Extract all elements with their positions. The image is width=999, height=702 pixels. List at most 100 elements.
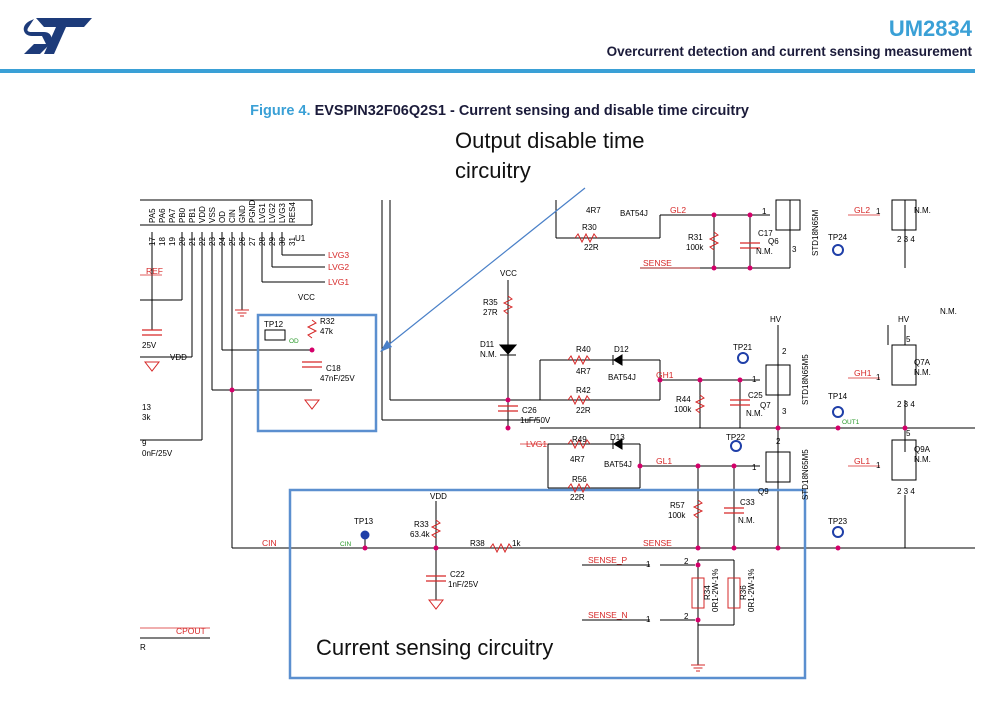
- net-out1-green: OUT1: [842, 419, 860, 426]
- ic-pin-name: PA6: [158, 208, 167, 223]
- value-d11: N.M.: [480, 350, 497, 359]
- mosfets: [765, 199, 917, 483]
- ic-u1: U1: [140, 199, 313, 243]
- pin-num: 1: [762, 207, 767, 216]
- pin-num: 1: [752, 463, 757, 472]
- pin-num: 2 3 4: [897, 487, 915, 496]
- label-r32: R32: [320, 317, 335, 326]
- output-disable-callout-2: circuitry: [455, 158, 531, 183]
- pin-num: 1: [876, 207, 881, 216]
- output-disable-box: [256, 313, 378, 433]
- label-tp14: TP14: [828, 392, 848, 401]
- value-d13: BAT54J: [604, 460, 632, 469]
- test-points: [360, 244, 844, 540]
- ic-pin-name: LVG2: [268, 203, 277, 223]
- net-gl2: GL2: [670, 205, 686, 215]
- document-id: UM2834: [888, 16, 972, 41]
- pin-num: 3: [792, 245, 797, 254]
- wires: [140, 200, 975, 665]
- pin-num: 2: [782, 347, 787, 356]
- resistors: [306, 231, 741, 609]
- junctions: [229, 212, 908, 623]
- left-partial: 0nF/25V: [142, 449, 173, 458]
- figure-caption: EVSPIN32F06Q2S1 - Current sensing and di…: [314, 103, 749, 119]
- output-disable-callout-1: Output disable time: [455, 128, 645, 153]
- ic-pin-name: CIN: [228, 209, 237, 223]
- net-lvg1-mid: LVG1: [526, 439, 547, 449]
- net-gl1-right: GL1: [854, 456, 870, 466]
- ic-pin-number: 27: [248, 237, 257, 246]
- label-r56: R56: [572, 475, 587, 484]
- left-partial: 25V: [142, 341, 157, 350]
- label-c17: C17: [758, 229, 773, 238]
- current-sensing-callout: Current sensing circuitry: [316, 635, 553, 660]
- value-r35: 27R: [483, 308, 498, 317]
- label-tp24: TP24: [828, 233, 848, 242]
- label-q7: Q7: [760, 401, 771, 410]
- pin-num: 1: [646, 560, 651, 569]
- ic-pin-name: PB0: [178, 207, 187, 223]
- st-logo: [23, 18, 92, 54]
- left-partial: 13: [142, 403, 151, 412]
- ic-pin-name: LVG1: [258, 203, 267, 223]
- value-q-top: N.M.: [914, 206, 931, 215]
- part-q6: STD18N65M: [811, 209, 820, 256]
- callout-arrowhead: [380, 340, 392, 352]
- label-r35: R35: [483, 298, 498, 307]
- ic-pin-name: OD: [218, 211, 227, 223]
- net-hv-1: HV: [770, 315, 782, 324]
- net-cin: CIN: [262, 538, 277, 548]
- value-r56: 22R: [570, 493, 585, 502]
- net-lvg1: LVG1: [328, 277, 349, 287]
- ic-pin-name: VSS: [208, 207, 217, 223]
- value-d12: BAT54J: [608, 373, 636, 382]
- net-vcc-top: VCC: [298, 293, 315, 302]
- label-r38: R38: [470, 539, 485, 548]
- ic-pin-name: PA5: [148, 208, 157, 223]
- value-r40: 4R7: [576, 367, 591, 376]
- part-q7: STD18N65M5: [801, 354, 810, 405]
- net-gh1: GH1: [656, 370, 674, 380]
- label-r42: R42: [576, 386, 591, 395]
- net-vdd-sense: VDD: [430, 492, 447, 501]
- value-r-top: 4R7: [586, 206, 601, 215]
- value-q9a: N.M.: [914, 455, 931, 464]
- left-partial: R: [140, 643, 146, 652]
- label-tp22: TP22: [726, 433, 746, 442]
- current-sensing-box: [288, 488, 807, 680]
- label-c18: C18: [326, 364, 341, 373]
- label-c25: C25: [748, 391, 763, 400]
- value-c25: N.M.: [746, 409, 763, 418]
- net-cpout: CPOUT: [176, 626, 206, 636]
- label-tp12: TP12: [264, 320, 284, 329]
- pin-num: 5: [906, 335, 911, 344]
- left-partial: 9: [142, 439, 147, 448]
- pin-num: 1: [646, 615, 651, 624]
- net-gl1: GL1: [656, 456, 672, 466]
- value-r42: 22R: [576, 406, 591, 415]
- label-q9: Q9: [758, 487, 769, 496]
- ic-pin-name: PGND: [248, 200, 257, 223]
- ic-pin-name: GND: [238, 205, 247, 223]
- net-sense-top: SENSE: [643, 258, 672, 268]
- label-d11: D11: [480, 340, 495, 349]
- pin-num: 2 3 4: [897, 400, 915, 409]
- net-wires: [140, 214, 880, 629]
- value-c33: N.M.: [738, 516, 755, 525]
- value-c22: 1nF/25V: [448, 580, 479, 589]
- net-cin-green: CIN: [340, 541, 352, 548]
- value-r33: 63.4k: [410, 530, 431, 539]
- net-sense-p: SENSE_P: [588, 555, 628, 565]
- label-d13: D13: [610, 433, 625, 442]
- figure-title: Figure 4. EVSPIN32F06Q2S1 - Current sens…: [0, 103, 999, 119]
- net-sense-n: SENSE_N: [588, 610, 628, 620]
- pin-num: 2 3 4: [897, 235, 915, 244]
- pin-num: 5: [906, 429, 911, 438]
- value-r34: 0R1-2W-1%: [711, 569, 720, 612]
- left-partial: 3k: [142, 413, 151, 422]
- pin-num: 2: [684, 612, 689, 621]
- label-tp23: TP23: [828, 517, 848, 526]
- value-q7a: N.M.: [914, 368, 931, 377]
- pin-num: 1: [876, 373, 881, 382]
